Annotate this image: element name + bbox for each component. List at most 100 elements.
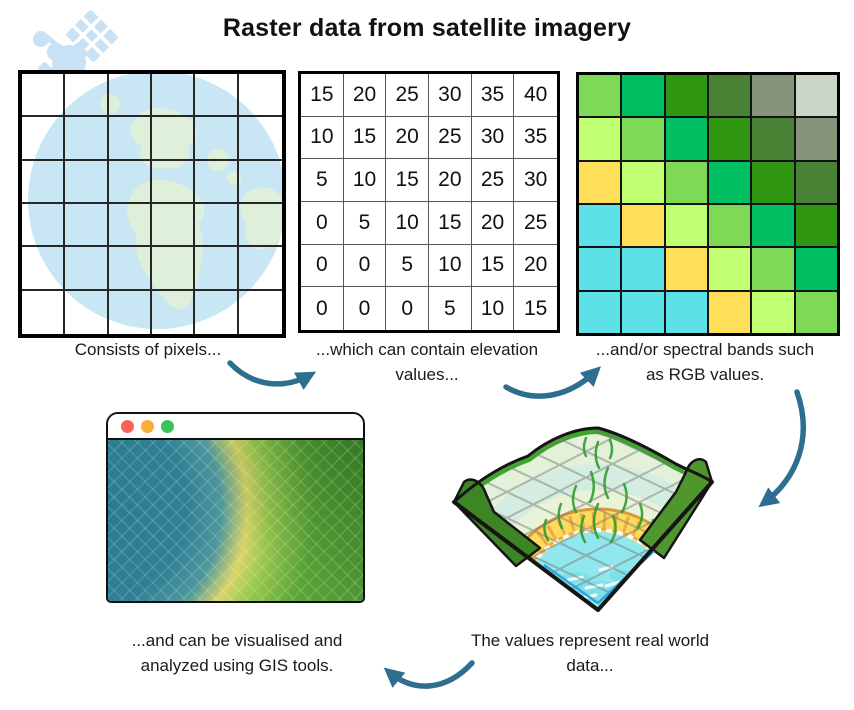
spectral-cell (579, 248, 621, 290)
pixel-cell (22, 290, 66, 334)
elevation-cell: 10 (429, 244, 472, 288)
pixel-cell (239, 291, 282, 334)
elevation-cell: 15 (471, 244, 515, 288)
traffic-light-green-icon (161, 419, 174, 433)
elevation-cell: 20 (386, 116, 429, 160)
arrow-terrain-to-gis (383, 660, 475, 689)
pixel-cell (238, 161, 282, 204)
pixel-cell (238, 247, 282, 291)
spectral-cell (622, 161, 664, 203)
arrow-spectral-to-terrain (758, 389, 806, 508)
pixel-cell (108, 117, 152, 161)
pixel-cell (151, 203, 196, 248)
elevation-cell: 10 (386, 202, 429, 245)
pixel-cell (238, 74, 282, 118)
spectral-cell (665, 204, 707, 247)
spectral-cell (579, 75, 621, 117)
gis-browser-window (106, 412, 365, 603)
pixel-cell (65, 74, 109, 118)
spectral-cell (752, 291, 794, 333)
pixel-grid-panel (18, 70, 286, 338)
pixel-cell (151, 160, 196, 204)
elevation-cell: 25 (386, 74, 429, 117)
elevation-cell: 30 (514, 159, 557, 202)
elevation-cell: 0 (343, 244, 387, 288)
traffic-light-red-icon (121, 419, 134, 433)
pixel-cell (195, 290, 239, 334)
elevation-cell: 0 (301, 244, 344, 288)
caption-spectral: ...and/or spectral bands such as RGB val… (595, 340, 815, 384)
pixel-cell (108, 247, 152, 291)
spectral-cell (795, 118, 837, 160)
elevation-cell: 20 (429, 159, 472, 202)
spectral-cell (622, 248, 664, 290)
spectral-cell (752, 248, 794, 290)
elevation-cell: 10 (472, 287, 515, 330)
pixel-cell (195, 74, 239, 118)
elevation-cell: 15 (523, 296, 548, 320)
spectral-cell (708, 204, 751, 247)
elevation-cell: 5 (386, 244, 429, 288)
pixel-cell (151, 117, 196, 161)
arrow-pixels-to-elevation (227, 360, 317, 390)
pixel-cell (151, 74, 196, 118)
spectral-cell (622, 291, 664, 333)
spectral-cell (795, 291, 837, 333)
pixel-cell (108, 203, 152, 248)
elevation-cell: 35 (471, 74, 515, 117)
gis-terrain-visualisation (108, 440, 363, 601)
spectral-cell (579, 161, 621, 203)
spectral-cell (665, 118, 707, 160)
pixel-cell (108, 160, 152, 204)
pixel-cell (109, 290, 152, 334)
pixel-cell (151, 247, 196, 291)
traffic-light-yellow-icon (141, 419, 154, 433)
elevation-cell: 0 (386, 287, 429, 330)
pixel-cell (108, 74, 152, 118)
elevation-cell: 5 (429, 287, 472, 330)
pixel-cell (22, 247, 66, 291)
spectral-cell (752, 204, 794, 247)
pixel-grid (22, 74, 282, 334)
elevation-cell: 30 (471, 116, 515, 160)
pixel-cell (22, 203, 66, 248)
spectral-cell (795, 248, 837, 290)
spectral-cell (579, 291, 621, 333)
spectral-cell (752, 75, 794, 117)
pixel-cell (152, 290, 196, 334)
spectral-cell (665, 291, 707, 333)
caption-pixels: Consists of pixels... (74, 340, 222, 359)
pixel-cell (195, 203, 239, 248)
spectral-cell (665, 248, 707, 290)
elevation-cell: 15 (301, 74, 344, 117)
pixel-cell (65, 160, 109, 204)
spectral-cell (708, 248, 751, 290)
spectral-cell (795, 204, 837, 247)
terrain-block-illustration (452, 426, 714, 612)
spectral-cell (708, 75, 751, 117)
pixel-cell (195, 117, 239, 161)
pixel-cell (238, 204, 282, 248)
elevation-cell: 0 (301, 202, 344, 245)
pixel-cell (65, 117, 109, 161)
elevation-cell: 15 (386, 159, 429, 202)
pixel-cell (22, 74, 66, 118)
caption-real-world: The values represent real world data... (470, 631, 710, 675)
page-title: Raster data from satellite imagery (222, 14, 632, 42)
elevation-cell: 30 (429, 74, 472, 117)
pixel-cell (195, 160, 239, 204)
elevation-cell: 15 (429, 202, 472, 245)
browser-titlebar (108, 414, 363, 440)
spectral-cell (665, 161, 707, 203)
pixel-cell (65, 203, 109, 248)
elevation-cell: 0 (301, 287, 344, 330)
elevation-cell: 5 (301, 159, 344, 202)
spectral-cell (579, 118, 621, 160)
elevation-cell: 20 (471, 202, 515, 245)
spectral-cell (795, 75, 837, 117)
caption-elevation: ...which can contain elevation values... (315, 340, 539, 384)
spectral-cell (622, 118, 664, 160)
elevation-cell: 20 (514, 245, 557, 288)
spectral-cell (752, 161, 794, 203)
